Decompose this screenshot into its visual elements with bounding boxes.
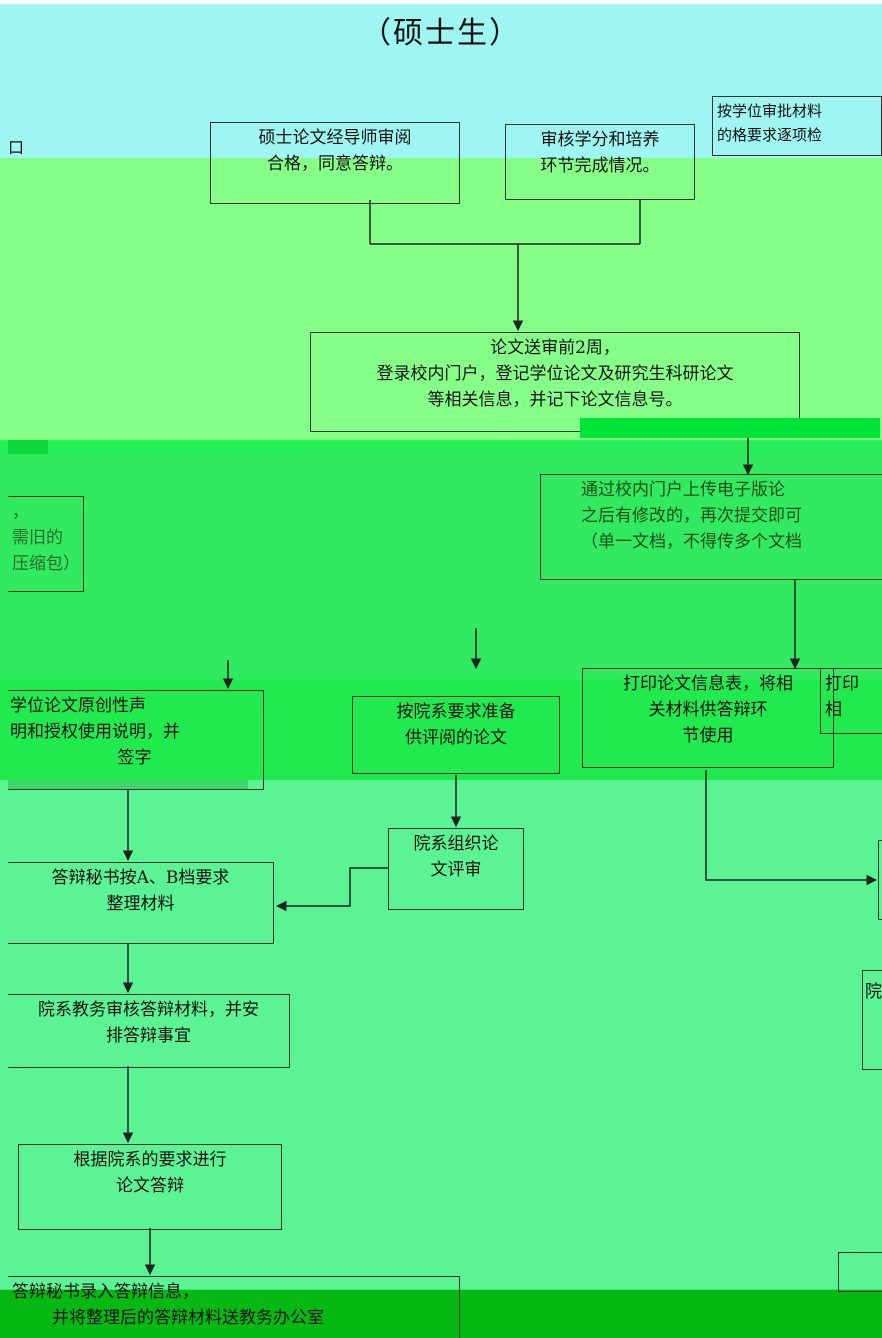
left-edge-mark: 口 xyxy=(8,138,25,157)
artifact-stripe xyxy=(8,440,48,454)
page-title: （硕士生） xyxy=(361,16,521,51)
dept-review-box: 院系组织论 文评审 xyxy=(388,828,524,910)
left-fragment-box: ， 需旧的 压缩包） xyxy=(8,496,84,592)
prepare-papers-box: 按院系要求准备 供评阅的论文 xyxy=(352,696,560,774)
register-info-box: 论文送审前2周， 登录校内门户，登记学位论文及研究生科研论文 等相关信息，并记下… xyxy=(310,332,800,432)
right-bottom-box xyxy=(838,1252,882,1292)
credits-check-box: 审核学分和培养 环节完成情况。 xyxy=(505,124,695,200)
right-partial-box xyxy=(878,840,882,920)
print-info-box: 打印论文信息表，将相 关材料供答辩环 节使用 xyxy=(582,668,834,768)
materials-requirement-box: 按学位审批材料 的格要求逐项检 xyxy=(712,96,882,156)
upload-note-box: 通过校内门户上传电子版论 之后有修改的，再次提交即可 （单一文档，不得传多个文档 xyxy=(540,474,882,580)
advisor-review-box: 硕士论文经导师审阅 合格，同意答辩。 xyxy=(210,122,460,204)
artifact-stripe xyxy=(580,418,880,438)
right-fragment-box: 院 xyxy=(862,970,882,1070)
originality-statement-box: 学位论文原创性声 明和授权使用说明，并 签字 xyxy=(8,690,264,790)
print-right-box: 打印 相 xyxy=(820,668,882,734)
record-materials-box: 答辩秘书录入答辩信息， 并将整理后的答辩材料送教务办公室 xyxy=(8,1276,460,1338)
artifact-stripe xyxy=(8,780,248,790)
office-check-box: 院系教务审核答辩材料，并安 排答辩事宜 xyxy=(8,994,290,1068)
defense-box: 根据院系的要求进行 论文答辩 xyxy=(18,1144,282,1230)
secretary-sort-box: 答辩秘书按A、B档要求 整理材料 xyxy=(8,862,274,944)
